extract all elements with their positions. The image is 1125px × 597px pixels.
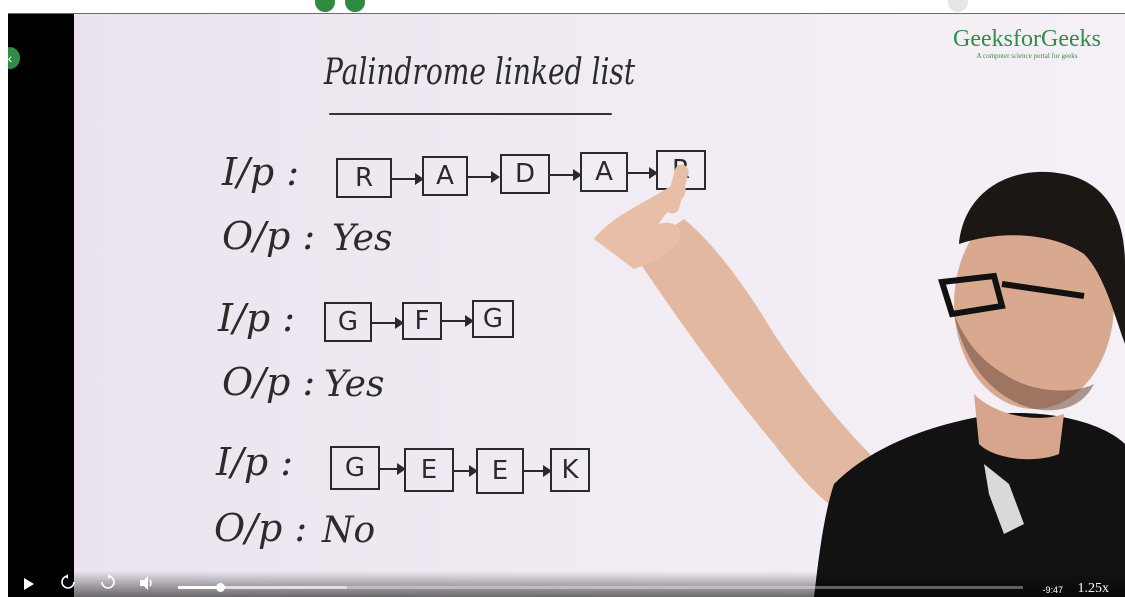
player-controls: -9:47 1.25x bbox=[8, 571, 1125, 597]
rewind-10-icon[interactable] bbox=[60, 574, 76, 595]
time-remaining: -9:47 bbox=[1042, 585, 1063, 595]
ex2-node-1: G bbox=[324, 302, 372, 342]
top-avatar-green[interactable] bbox=[315, 0, 335, 12]
ex1-node-2: A bbox=[422, 156, 468, 196]
ex1-arrow-3 bbox=[550, 169, 582, 181]
title-underline bbox=[329, 113, 612, 115]
volume-icon[interactable] bbox=[140, 576, 156, 595]
progress-bar[interactable] bbox=[178, 583, 1023, 592]
video-frame: GeeksforGeeks A computer science portal … bbox=[74, 14, 1125, 597]
play-icon[interactable] bbox=[24, 577, 34, 595]
top-avatar-green-2[interactable] bbox=[345, 0, 365, 12]
top-circle-button[interactable] bbox=[948, 0, 968, 12]
ex2-node-2: F bbox=[402, 302, 442, 340]
ex1-arrow-2 bbox=[468, 171, 500, 183]
brand-logo: GeeksforGeeks A computer science portal … bbox=[942, 26, 1112, 61]
ex3-arrow-2 bbox=[454, 465, 478, 477]
example-2-output: Yes bbox=[324, 364, 385, 405]
example-1-output: Yes bbox=[332, 218, 393, 259]
playback-speed-button[interactable]: 1.25x bbox=[1077, 581, 1110, 596]
board-title: Palindrome linked list bbox=[324, 52, 636, 93]
ex1-arrow-4 bbox=[628, 167, 658, 179]
ex3-arrow-3 bbox=[524, 465, 552, 477]
example-1-input-label: I/p : bbox=[222, 150, 300, 194]
page-top-strip bbox=[0, 0, 1125, 13]
example-1-output-label: O/p : bbox=[222, 214, 316, 258]
ex1-arrow-1 bbox=[392, 173, 424, 185]
progress-fill bbox=[178, 586, 221, 589]
ex2-arrow-1 bbox=[372, 317, 404, 329]
ex3-node-1: G bbox=[330, 446, 380, 490]
ex1-node-4: A bbox=[580, 152, 628, 192]
ex2-arrow-2 bbox=[442, 315, 474, 327]
logo-name: GeeksforGeeks bbox=[953, 26, 1101, 52]
ex3-node-4: K bbox=[550, 448, 590, 492]
example-3-output: No bbox=[322, 510, 376, 551]
video-player[interactable]: ‹ GeeksforGeeks A computer science porta… bbox=[8, 13, 1125, 597]
logo-tagline: A computer science portal for geeks bbox=[976, 52, 1078, 60]
progress-knob[interactable] bbox=[216, 583, 226, 592]
ex3-arrow-1 bbox=[380, 463, 406, 475]
ex1-node-1: R bbox=[336, 158, 392, 198]
example-2-output-label: O/p : bbox=[222, 360, 316, 404]
example-2-input-label: I/p : bbox=[218, 296, 296, 340]
back-chevron-icon[interactable]: ‹ bbox=[8, 47, 20, 69]
example-3-input-label: I/p : bbox=[216, 440, 294, 484]
ex1-node-3: D bbox=[500, 154, 550, 194]
forward-10-icon[interactable] bbox=[100, 574, 116, 595]
ex2-node-3: G bbox=[472, 300, 514, 338]
ex3-node-2: E bbox=[404, 448, 454, 492]
ex1-node-5: R bbox=[656, 150, 706, 190]
ex3-node-3: E bbox=[476, 448, 524, 494]
progress-buffer bbox=[178, 586, 347, 589]
example-3-output-label: O/p : bbox=[214, 506, 308, 550]
